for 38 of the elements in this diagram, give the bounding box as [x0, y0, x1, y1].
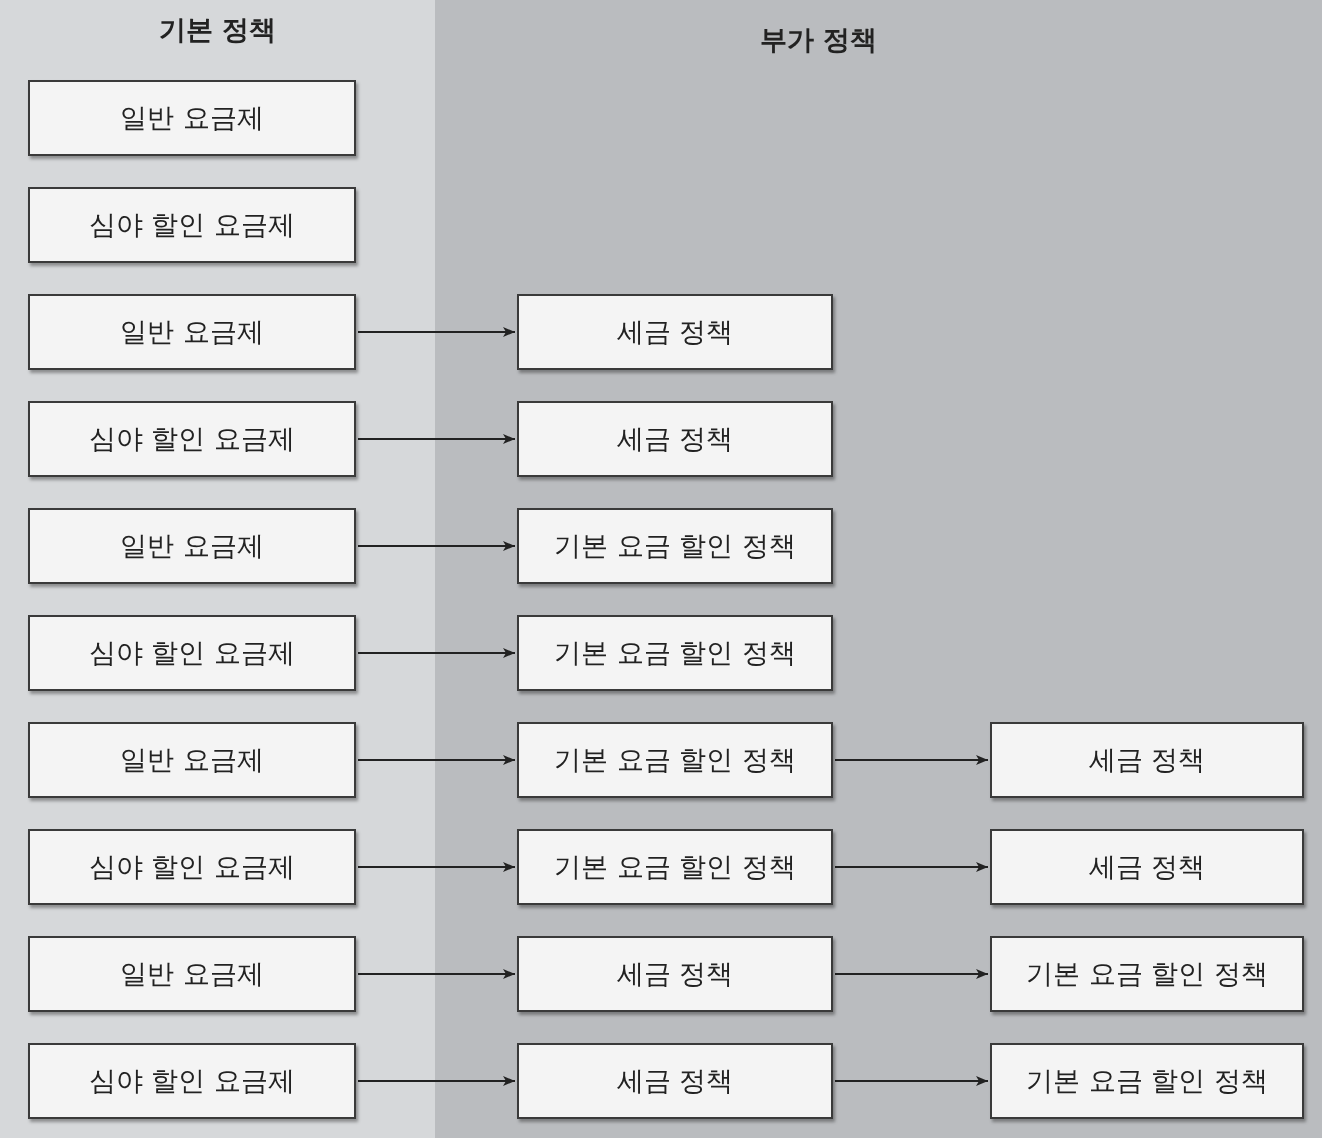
- policy-box: 기본 요금 할인 정책: [517, 829, 833, 905]
- policy-box: 세금 정책: [517, 936, 833, 1012]
- arrow: [357, 648, 516, 658]
- arrow: [357, 969, 516, 979]
- policy-box: 기본 요금 할인 정책: [517, 615, 833, 691]
- policy-box: 일반 요금제: [28, 722, 356, 798]
- policy-box: 심야 할인 요금제: [28, 1043, 356, 1119]
- policy-box: 기본 요금 할인 정책: [517, 722, 833, 798]
- column-heading: 기본 정책: [158, 13, 277, 47]
- arrow: [357, 434, 516, 444]
- policy-box: 기본 요금 할인 정책: [517, 508, 833, 584]
- policy-box: 일반 요금제: [28, 936, 356, 1012]
- arrow: [357, 327, 516, 337]
- policy-box: 일반 요금제: [28, 294, 356, 370]
- arrow: [834, 969, 989, 979]
- arrow: [357, 862, 516, 872]
- arrow: [834, 755, 989, 765]
- policy-column-band: [0, 0, 435, 1138]
- policy-box: 세금 정책: [990, 722, 1304, 798]
- policy-box: 세금 정책: [517, 294, 833, 370]
- policy-box: 세금 정책: [517, 1043, 833, 1119]
- arrow: [357, 1076, 516, 1086]
- column-heading: 부가 정책: [759, 23, 878, 57]
- arrow: [357, 541, 516, 551]
- policy-box: 심야 할인 요금제: [28, 615, 356, 691]
- policy-box: 심야 할인 요금제: [28, 401, 356, 477]
- policy-box: 기본 요금 할인 정책: [990, 1043, 1304, 1119]
- policy-box: 기본 요금 할인 정책: [990, 936, 1304, 1012]
- policy-box: 세금 정책: [517, 401, 833, 477]
- policy-column-band: [435, 0, 1322, 1138]
- arrow: [834, 1076, 989, 1086]
- policy-box: 심야 할인 요금제: [28, 829, 356, 905]
- arrow: [357, 755, 516, 765]
- policy-box: 심야 할인 요금제: [28, 187, 356, 263]
- policy-box: 세금 정책: [990, 829, 1304, 905]
- policy-box: 일반 요금제: [28, 80, 356, 156]
- arrow: [834, 862, 989, 872]
- policy-box: 일반 요금제: [28, 508, 356, 584]
